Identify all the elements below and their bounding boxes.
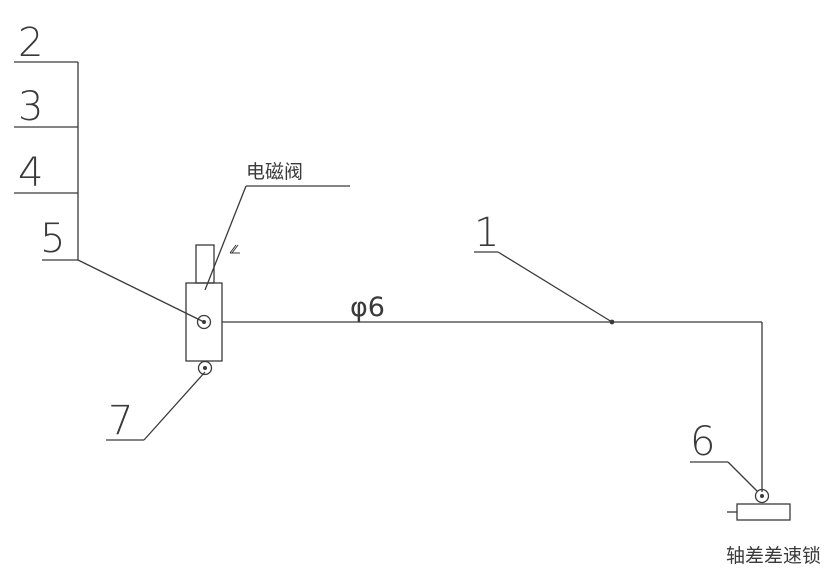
coil-mark-a	[229, 244, 237, 254]
pipe: φ6 1	[222, 210, 763, 492]
exhaust-port: 7	[106, 360, 213, 444]
label-7: 7	[108, 398, 133, 444]
lock-cylinder	[736, 503, 791, 521]
exhaust-port-dot	[203, 366, 207, 370]
label-5: 5	[40, 216, 65, 262]
label-2: 2	[18, 20, 43, 66]
lock-port	[754, 488, 770, 504]
leader-solenoid	[204, 185, 247, 291]
leader-1	[497, 251, 613, 323]
valve-port-dot	[202, 320, 206, 324]
leader-7	[143, 371, 206, 441]
lock-port-dot	[760, 494, 764, 498]
axle-diff-lock: 6 轴差差速锁	[690, 419, 821, 567]
exhaust-port-circle	[197, 360, 213, 376]
label-3: 3	[18, 84, 43, 130]
coil-mark-b	[231, 244, 239, 254]
leader-6	[727, 461, 758, 492]
valve-coil	[195, 244, 215, 284]
label-stack: 2 3 4 5	[14, 20, 205, 323]
label-6: 6	[690, 419, 715, 465]
solenoid-valve: 电磁阀	[185, 161, 350, 362]
valve-port	[196, 314, 212, 330]
label-1: 1	[474, 210, 499, 256]
label-solenoid-valve: 电磁阀	[246, 161, 303, 183]
label-axle-diff-lock: 轴差差速锁	[726, 545, 821, 567]
label-pipe-diameter: φ6	[350, 292, 385, 323]
label-4: 4	[18, 150, 43, 196]
leader-stack-to-valve	[77, 259, 205, 323]
